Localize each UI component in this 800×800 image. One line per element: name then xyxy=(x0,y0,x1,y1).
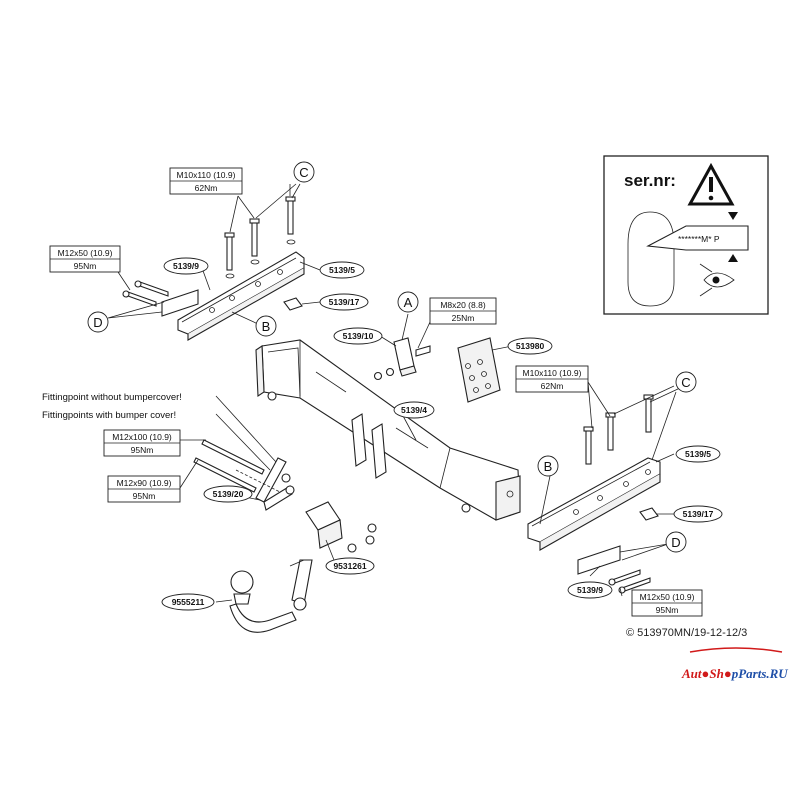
bolt-spec-m10-right: M10x110 (10.9) 62Nm xyxy=(515,365,589,393)
callout-b-left: B xyxy=(255,315,277,337)
bolt-spec-m8: M8x20 (8.8) 25Nm xyxy=(429,297,497,325)
tow-ball-9555211 xyxy=(229,559,313,633)
svg-text:M10x110 (10.9): M10x110 (10.9) xyxy=(523,368,582,378)
socket-bracket-9531261 xyxy=(305,501,377,553)
svg-text:62Nm: 62Nm xyxy=(541,381,564,391)
svg-text:62Nm: 62Nm xyxy=(195,183,218,193)
svg-text:9531261: 9531261 xyxy=(333,561,366,571)
svg-text:5139/10: 5139/10 xyxy=(343,331,374,341)
left-side-bracket-assembly xyxy=(122,196,305,341)
svg-text:513980: 513980 xyxy=(516,341,545,351)
note-without-bumper: Fittingpoint without bumpercover! xyxy=(42,392,182,403)
leader-lines xyxy=(107,183,681,603)
part-label-513980: 513980 xyxy=(507,337,553,355)
svg-text:95Nm: 95Nm xyxy=(656,605,679,615)
copyright-text: © 513970MN/19-12-12/3 xyxy=(626,627,747,639)
svg-text:5139/9: 5139/9 xyxy=(173,261,199,271)
part-label-5139-5-right: 5139/5 xyxy=(675,445,721,463)
callout-d-right: D xyxy=(665,531,687,553)
callout-c-left: C xyxy=(293,161,315,183)
bolt-spec-m12-right: M12x50 (10.9) 95Nm xyxy=(631,589,703,617)
svg-text:B: B xyxy=(262,319,271,334)
svg-text:5139/5: 5139/5 xyxy=(685,449,711,459)
svg-text:D: D xyxy=(671,535,680,550)
watermark-logo: Aut●Sh●pParts.RU xyxy=(681,647,788,681)
bracket-5139-10 xyxy=(373,337,431,381)
svg-text:M12x100 (10.9): M12x100 (10.9) xyxy=(112,432,172,442)
svg-text:M12x90 (10.9): M12x90 (10.9) xyxy=(117,478,172,488)
part-label-5139-9-left: 5139/9 xyxy=(163,257,209,275)
part-label-9531261: 9531261 xyxy=(325,557,375,575)
part-label-5139-4: 5139/4 xyxy=(393,401,435,419)
callout-d-left: D xyxy=(87,311,109,333)
svg-text:5139/4: 5139/4 xyxy=(401,405,427,415)
svg-text:5139/17: 5139/17 xyxy=(329,297,360,307)
svg-text:5139/17: 5139/17 xyxy=(683,509,714,519)
svg-text:5139/9: 5139/9 xyxy=(577,585,603,595)
svg-text:C: C xyxy=(299,165,308,180)
part-label-5139-20: 5139/20 xyxy=(203,485,253,503)
eye-icon xyxy=(699,263,735,297)
callout-c-right: C xyxy=(675,371,697,393)
note-with-bumper: Fittingpoints with bumper cover! xyxy=(42,410,176,421)
part-label-5139-17-right: 5139/17 xyxy=(673,505,723,523)
svg-text:B: B xyxy=(544,459,553,474)
part-label-5139-5-left: 5139/5 xyxy=(319,261,365,279)
svg-text:D: D xyxy=(93,315,102,330)
svg-text:95Nm: 95Nm xyxy=(133,491,156,501)
svg-text:M10x110 (10.9): M10x110 (10.9) xyxy=(177,170,236,180)
warning-triangle-icon xyxy=(687,162,735,206)
bolt-spec-m10-left: M10x110 (10.9) 62Nm xyxy=(169,167,243,195)
serial-number-panel: ser.nr: *******M* P xyxy=(603,155,769,315)
part-label-5139-9-right: 5139/9 xyxy=(567,581,613,599)
bolt-spec-m12x90: M12x90 (10.9) 95Nm xyxy=(107,475,181,503)
serial-plate-text: *******M* P xyxy=(678,234,720,244)
right-side-bracket-assembly xyxy=(527,394,661,594)
bolt-spec-m12x100: M12x100 (10.9) 95Nm xyxy=(103,429,181,457)
part-label-9555211: 9555211 xyxy=(161,593,215,611)
bumper-fitting-assembly xyxy=(193,439,295,511)
plate-513980 xyxy=(457,337,501,403)
bolts-m10-right xyxy=(583,394,654,465)
part-label-5139-17-left: 5139/17 xyxy=(319,293,369,311)
svg-text:25Nm: 25Nm xyxy=(452,313,475,323)
svg-text:5139/5: 5139/5 xyxy=(329,265,355,275)
svg-text:9555211: 9555211 xyxy=(172,597,205,607)
callout-a: A xyxy=(397,291,419,313)
svg-text:95Nm: 95Nm xyxy=(131,445,154,455)
bolts-m12-right xyxy=(608,569,651,594)
main-crossbar xyxy=(255,339,521,521)
svg-text:M12x50 (10.9): M12x50 (10.9) xyxy=(640,592,695,602)
svg-text:C: C xyxy=(681,375,690,390)
svg-text:Aut●Sh●pParts.RU: Aut●Sh●pParts.RU xyxy=(681,666,788,681)
svg-text:5139/20: 5139/20 xyxy=(213,489,244,499)
svg-text:A: A xyxy=(404,295,413,310)
bolt-spec-m12-left: M12x50 (10.9) 95Nm xyxy=(49,245,121,273)
bolts-m10-left xyxy=(224,196,296,279)
bolts-m12-left xyxy=(122,280,169,307)
svg-text:M8x20 (8.8): M8x20 (8.8) xyxy=(440,300,486,310)
serial-number-title: ser.nr: xyxy=(624,171,676,190)
part-label-5139-10: 5139/10 xyxy=(333,327,383,345)
svg-text:95Nm: 95Nm xyxy=(74,261,97,271)
callout-b-right: B xyxy=(537,455,559,477)
svg-text:M12x50 (10.9): M12x50 (10.9) xyxy=(58,248,113,258)
